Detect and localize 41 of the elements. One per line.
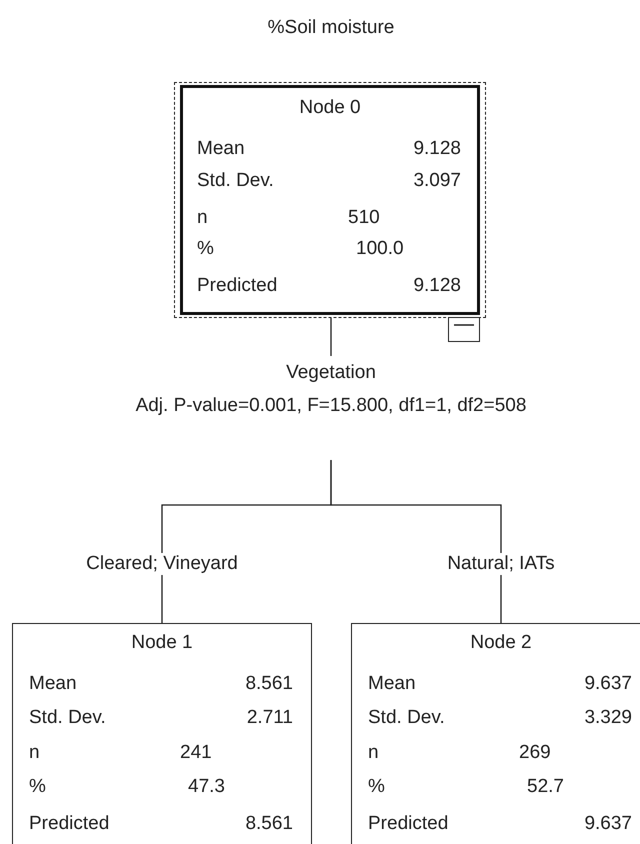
- stat-label: %: [29, 776, 46, 798]
- stat-label: Mean: [368, 673, 416, 695]
- stat-label: Std. Dev.: [197, 170, 274, 192]
- node-title: Node 1: [130, 632, 194, 654]
- stat-label: Std. Dev.: [368, 707, 445, 729]
- stat-value: 9.637: [584, 813, 632, 835]
- stat-value: 52.7: [527, 776, 564, 798]
- stat-value: 8.561: [245, 813, 293, 835]
- split-variable: Vegetation: [285, 361, 377, 385]
- stat-value: 2.711: [246, 707, 293, 729]
- stat-value: 241: [180, 742, 212, 764]
- stat-value: 100.0: [356, 238, 404, 260]
- stat-label: n: [197, 207, 208, 229]
- stat-label: Predicted: [368, 813, 448, 835]
- stat-label: Std. Dev.: [29, 707, 106, 729]
- tree-node-box: [351, 623, 640, 844]
- stat-label: Mean: [197, 138, 245, 160]
- stat-label: n: [368, 742, 379, 764]
- stat-value: 269: [519, 742, 551, 764]
- tree-node-box: [12, 623, 312, 844]
- stat-label: %: [368, 776, 385, 798]
- stat-value: 3.329: [584, 707, 632, 729]
- stat-label: Predicted: [29, 813, 110, 835]
- stat-value: 47.3: [188, 776, 225, 798]
- stat-value: 9.128: [413, 275, 461, 297]
- stat-value: 3.097: [413, 170, 461, 192]
- chart-title: %Soil moisture: [268, 17, 394, 39]
- stat-value: 9.128: [413, 138, 461, 160]
- split-statistics: Adj. P-value=0.001, F=15.800, df1=1, df2=508: [134, 394, 528, 418]
- node-title: Node 2: [469, 632, 533, 654]
- stat-value: 9.637: [584, 673, 632, 695]
- connector-line: [330, 460, 502, 623]
- stat-label: Mean: [29, 673, 77, 695]
- stat-label: n: [29, 742, 40, 764]
- stat-label: Predicted: [197, 275, 278, 297]
- stat-value: 8.561: [245, 673, 293, 695]
- node-title: Node 0: [298, 97, 362, 119]
- connector-line: [330, 318, 332, 356]
- stat-label: %: [197, 238, 214, 260]
- stat-value: 510: [348, 207, 380, 229]
- branch-label: Cleared; Vineyard: [84, 553, 240, 575]
